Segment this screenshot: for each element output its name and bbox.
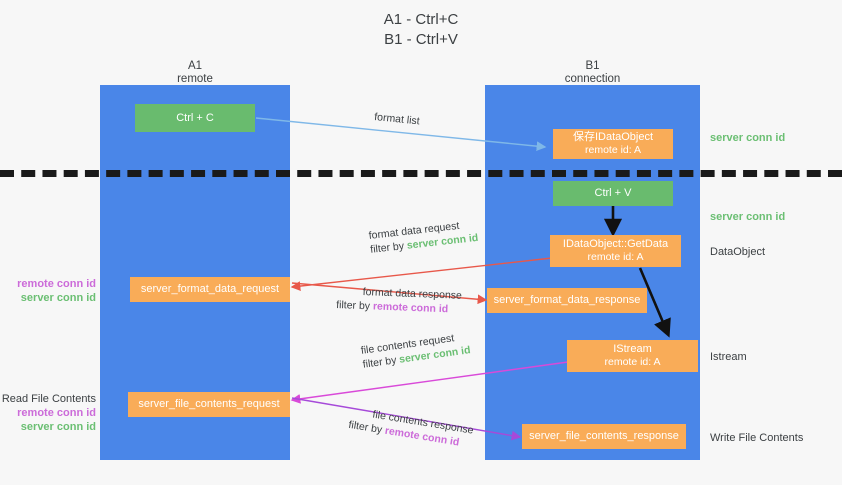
node-ctrl-c-label: Ctrl + C (176, 111, 214, 124)
node-server-file-contents-response-label: server_file_contents_response (529, 430, 679, 442)
right-label-server-conn-id-top: server conn id (710, 131, 785, 145)
edge-label-file-contents-response: file contents response filter by remote … (348, 404, 475, 451)
column-b1-name: B1 (585, 60, 600, 72)
node-server-format-data-response[interactable]: server_format_data_response (487, 288, 647, 313)
edge-label-format-data-request: format data request filter by server con… (368, 217, 479, 257)
node-save-idataobject[interactable]: 保存IDataObject remote id: A (553, 129, 673, 159)
left-label-format-server-conn-id: server conn id (20, 292, 96, 304)
edge-label-fdreq-filter-prefix: filter by (369, 239, 408, 256)
right-label-server-conn-id-second-text: server conn id (710, 211, 786, 223)
node-idataobject-getdata[interactable]: IDataObject::GetData remote id: A (550, 235, 681, 267)
edge-label-format-data-response: format data response filter by remote co… (336, 284, 462, 317)
edge-label-format-list-text: format list (373, 110, 421, 128)
node-istream-line1: IStream (613, 343, 652, 355)
left-label-format-remote-conn-id: remote conn id (17, 278, 96, 290)
right-label-istream-text: Istream (710, 351, 747, 363)
left-label-format-conn-ids: remote conn id server conn id (0, 277, 96, 305)
left-label-file-server-conn-id: server conn id (20, 421, 96, 433)
phase-separator (0, 170, 842, 177)
title-line-2: B1 - Ctrl+V (384, 31, 458, 48)
column-a1-sub: remote (177, 73, 213, 85)
node-save-idataobject-line1: 保存IDataObject (572, 131, 654, 143)
node-save-idataobject-line2: remote id: A (584, 144, 642, 156)
node-getdata-line2: remote id: A (587, 251, 644, 263)
edge-label-format-list: format list (374, 110, 421, 128)
edge-label-file-contents-request: file contents request filter by server c… (360, 329, 471, 371)
node-server-format-data-request-label: server_format_data_request (140, 283, 280, 295)
right-label-dataobject: DataObject (710, 245, 765, 259)
right-label-write-file-contents-text: Write File Contents (710, 432, 804, 444)
edge-label-fdres-filter-value: remote conn id (372, 300, 449, 316)
left-label-read-file-contents: Read File Contents (1, 393, 96, 405)
right-label-server-conn-id-second: server conn id (710, 210, 785, 224)
node-server-format-data-request[interactable]: server_format_data_request (130, 277, 290, 302)
node-ctrl-v[interactable]: Ctrl + V (553, 181, 673, 206)
column-b1-sub: connection (564, 73, 621, 85)
node-server-file-contents-request[interactable]: server_file_contents_request (128, 392, 290, 417)
node-ctrl-v-label: Ctrl + V (594, 187, 632, 199)
node-istream-line2: remote id: A (604, 356, 661, 368)
node-server-file-contents-request-label: server_file_contents_request (138, 398, 280, 410)
column-a1-name: A1 (187, 60, 203, 72)
column-header-a1: A1 remote (100, 60, 290, 86)
right-label-write-file-contents: Write File Contents (710, 431, 803, 445)
edge-label-fcreq-filter-prefix: filter by (362, 353, 401, 371)
edge-label-fdres-filter-prefix: filter by (335, 298, 374, 313)
title-line-1: A1 - Ctrl+C (383, 11, 459, 28)
left-label-file-remote-conn-id: remote conn id (17, 407, 96, 419)
node-istream[interactable]: IStream remote id: A (567, 340, 698, 372)
right-label-istream: Istream (710, 350, 747, 364)
node-server-format-data-response-label: server_format_data_response (493, 294, 641, 306)
right-label-dataobject-text: DataObject (710, 246, 766, 258)
page-title: A1 - Ctrl+C B1 - Ctrl+V (0, 10, 842, 50)
node-ctrl-c[interactable]: Ctrl + C (135, 104, 255, 132)
column-header-b1: B1 connection (485, 60, 700, 86)
node-server-file-contents-response[interactable]: server_file_contents_response (522, 424, 686, 449)
node-getdata-line1: IDataObject::GetData (562, 238, 669, 250)
left-label-read-file-contents-group: Read File Contents remote conn id server… (0, 392, 96, 434)
right-label-server-conn-id-top-text: server conn id (710, 132, 786, 144)
